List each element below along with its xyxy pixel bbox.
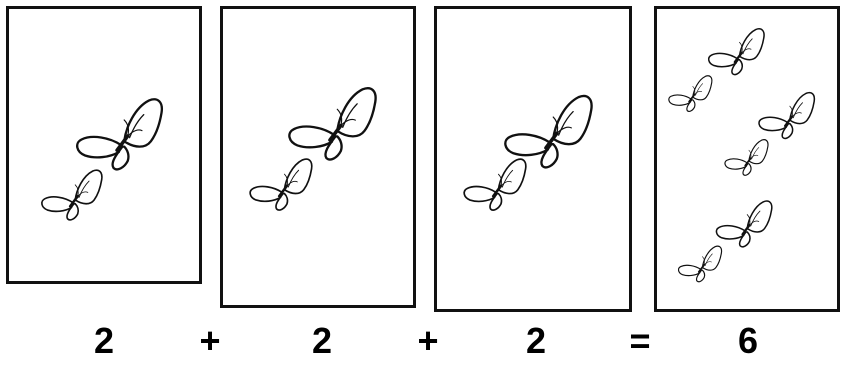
plus-sign-1: + [180, 318, 240, 364]
butterfly-icon [725, 140, 768, 176]
butterfly-icon [505, 96, 591, 167]
panel-1 [6, 6, 202, 284]
equals-sign: = [610, 318, 670, 364]
panel-result [654, 6, 840, 312]
equation-term-3: 2 [506, 318, 566, 364]
butterfly-icon [464, 159, 526, 210]
butterfly-group [223, 9, 413, 305]
butterfly-icon [709, 29, 764, 75]
butterfly-icon [250, 159, 312, 210]
butterfly-icon [759, 93, 814, 139]
butterfly-group [657, 9, 837, 309]
plus-sign-2: + [398, 318, 458, 364]
equation-term-1: 2 [74, 318, 134, 364]
butterfly-icon [716, 201, 771, 247]
butterfly-group [9, 9, 199, 281]
equation-term-2: 2 [292, 318, 352, 364]
butterfly-icon [42, 170, 102, 220]
panel-2 [220, 6, 416, 308]
butterfly-icon [77, 99, 162, 169]
butterfly-icon [289, 88, 375, 159]
panel-3 [434, 6, 632, 312]
butterfly-group [437, 9, 629, 309]
equation-result: 6 [718, 318, 778, 364]
butterfly-icon [679, 246, 722, 282]
butterfly-icon [669, 76, 712, 112]
